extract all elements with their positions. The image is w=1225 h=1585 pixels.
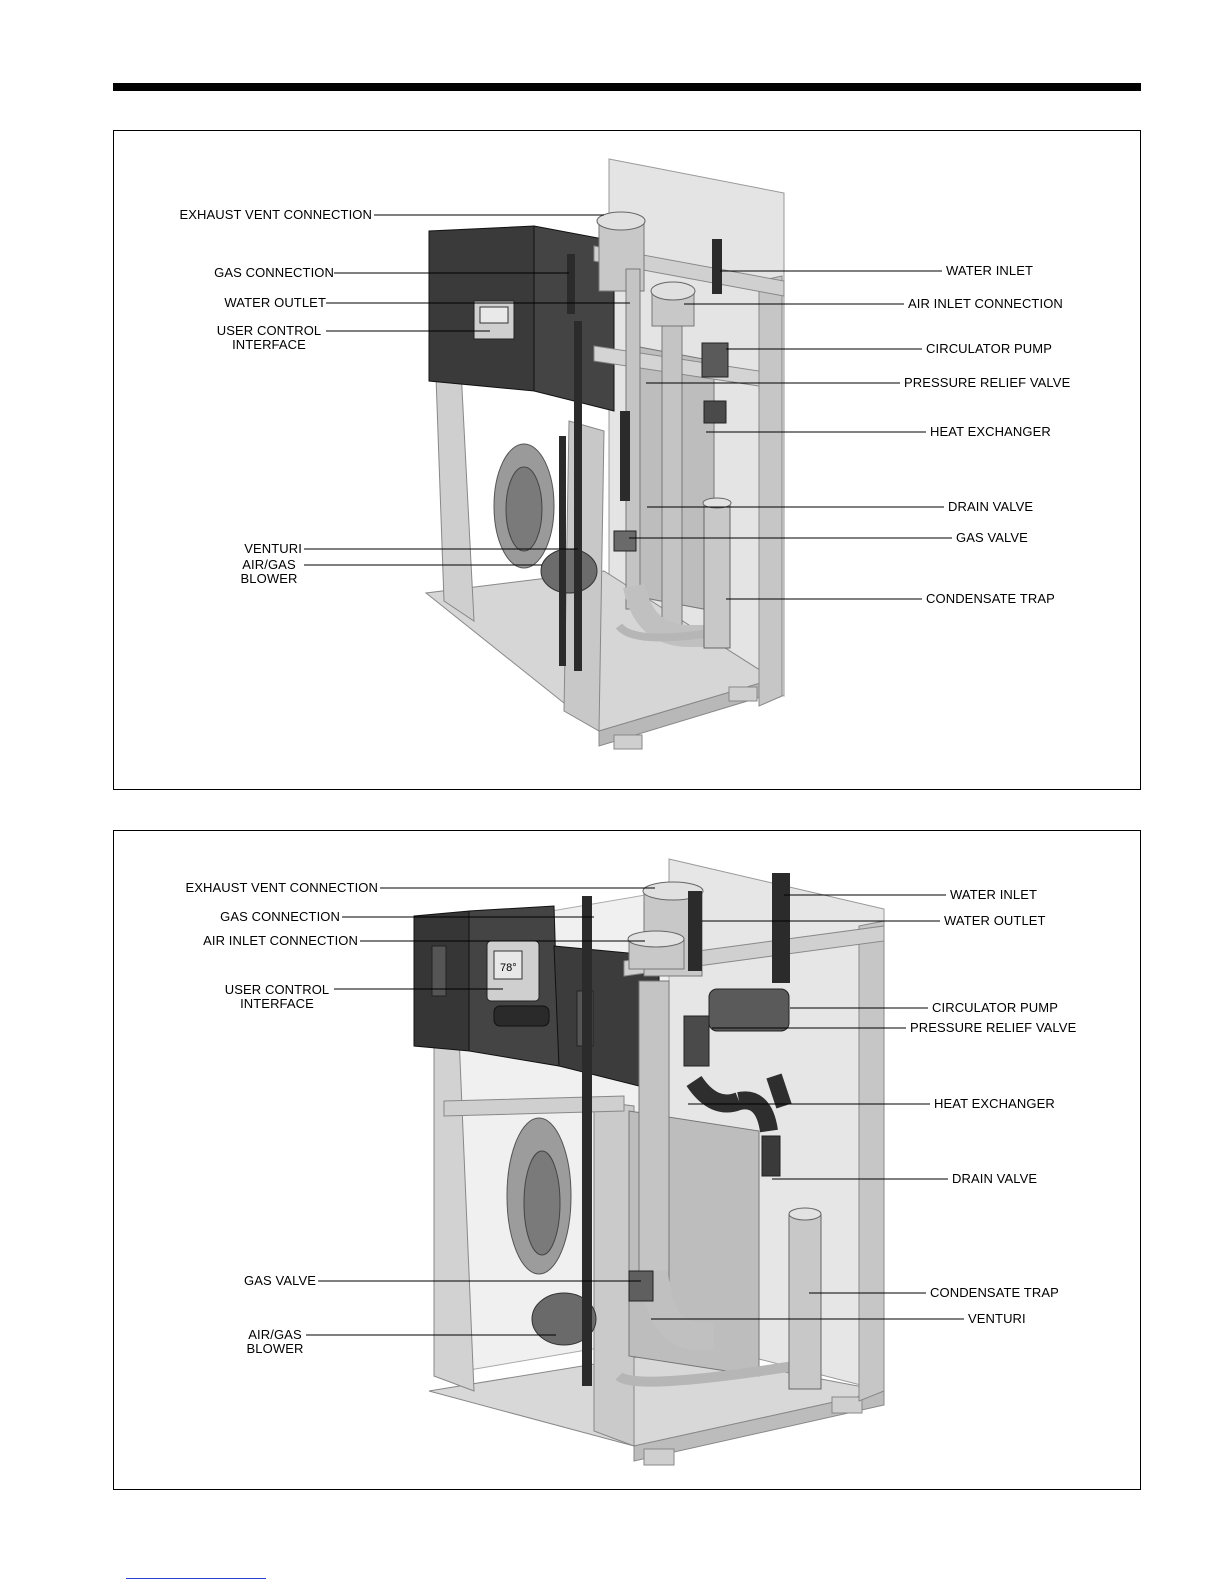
label-circulator-pump: CIRCULATOR PUMP xyxy=(932,1000,1058,1015)
label-pressure-relief: PRESSURE RELIEF VALVE xyxy=(904,375,1071,390)
label-exhaust-vent: EXHAUST VENT CONNECTION xyxy=(179,207,372,222)
label-user-control-line2: INTERFACE xyxy=(232,337,306,352)
label-gas-connection: GAS CONNECTION xyxy=(220,909,340,924)
label-heat-exchanger: HEAT EXCHANGER xyxy=(934,1096,1055,1111)
label-air-inlet: AIR INLET CONNECTION xyxy=(908,296,1063,311)
label-gas-connection: GAS CONNECTION xyxy=(214,265,334,280)
label-air-gas-blower: AIR/GAS BLOWER xyxy=(240,1328,310,1356)
label-air-gas-blower: AIR/GAS BLOWER xyxy=(234,558,304,586)
figure-1-illustration xyxy=(304,158,952,750)
label-user-control-line1: USER CONTROL xyxy=(224,982,330,997)
label-exhaust-vent: EXHAUST VENT CONNECTION xyxy=(185,880,378,895)
label-gas-valve: GAS VALVE xyxy=(956,530,1028,545)
label-heat-exchanger: HEAT EXCHANGER xyxy=(930,424,1051,439)
label-water-outlet: WATER OUTLET xyxy=(944,913,1046,928)
label-gas-valve: GAS VALVE xyxy=(244,1273,316,1288)
label-circulator-pump: CIRCULATOR PUMP xyxy=(926,341,1052,356)
label-blower-line1: AIR/GAS xyxy=(248,1327,302,1342)
figure-2-panel: 78° xyxy=(113,830,1141,1490)
label-water-inlet: WATER INLET xyxy=(950,887,1038,902)
label-user-control-interface: USER CONTROL INTERFACE xyxy=(222,983,332,1011)
label-user-control-line2: INTERFACE xyxy=(240,996,314,1011)
figure-2-illustration: 78° xyxy=(306,858,964,1466)
figure-1-panel: EXHAUST VENT CONNECTION GAS CONNECTION W… xyxy=(113,130,1141,790)
label-drain-valve: DRAIN VALVE xyxy=(948,499,1034,514)
label-venturi: VENTURI xyxy=(968,1311,1026,1326)
label-venturi: VENTURI xyxy=(244,541,302,556)
label-air-inlet: AIR INLET CONNECTION xyxy=(203,933,358,948)
label-user-control-line1: USER CONTROL xyxy=(216,323,322,338)
label-condensate-trap: CONDENSATE TRAP xyxy=(930,1285,1059,1300)
label-blower-line2: BLOWER xyxy=(240,571,298,586)
label-drain-valve: DRAIN VALVE xyxy=(952,1171,1038,1186)
label-condensate-trap: CONDENSATE TRAP xyxy=(926,591,1055,606)
header-rule xyxy=(113,83,1141,91)
label-user-control-interface: USER CONTROL INTERFACE xyxy=(214,324,324,352)
footer-link-underline xyxy=(126,1578,266,1579)
label-blower-line1: AIR/GAS xyxy=(242,557,296,572)
control-display-reading: 78° xyxy=(500,962,517,974)
label-water-inlet: WATER INLET xyxy=(946,263,1034,278)
label-water-outlet: WATER OUTLET xyxy=(224,295,326,310)
label-blower-line2: BLOWER xyxy=(246,1341,304,1356)
label-pressure-relief: PRESSURE RELIEF VALVE xyxy=(910,1020,1077,1035)
